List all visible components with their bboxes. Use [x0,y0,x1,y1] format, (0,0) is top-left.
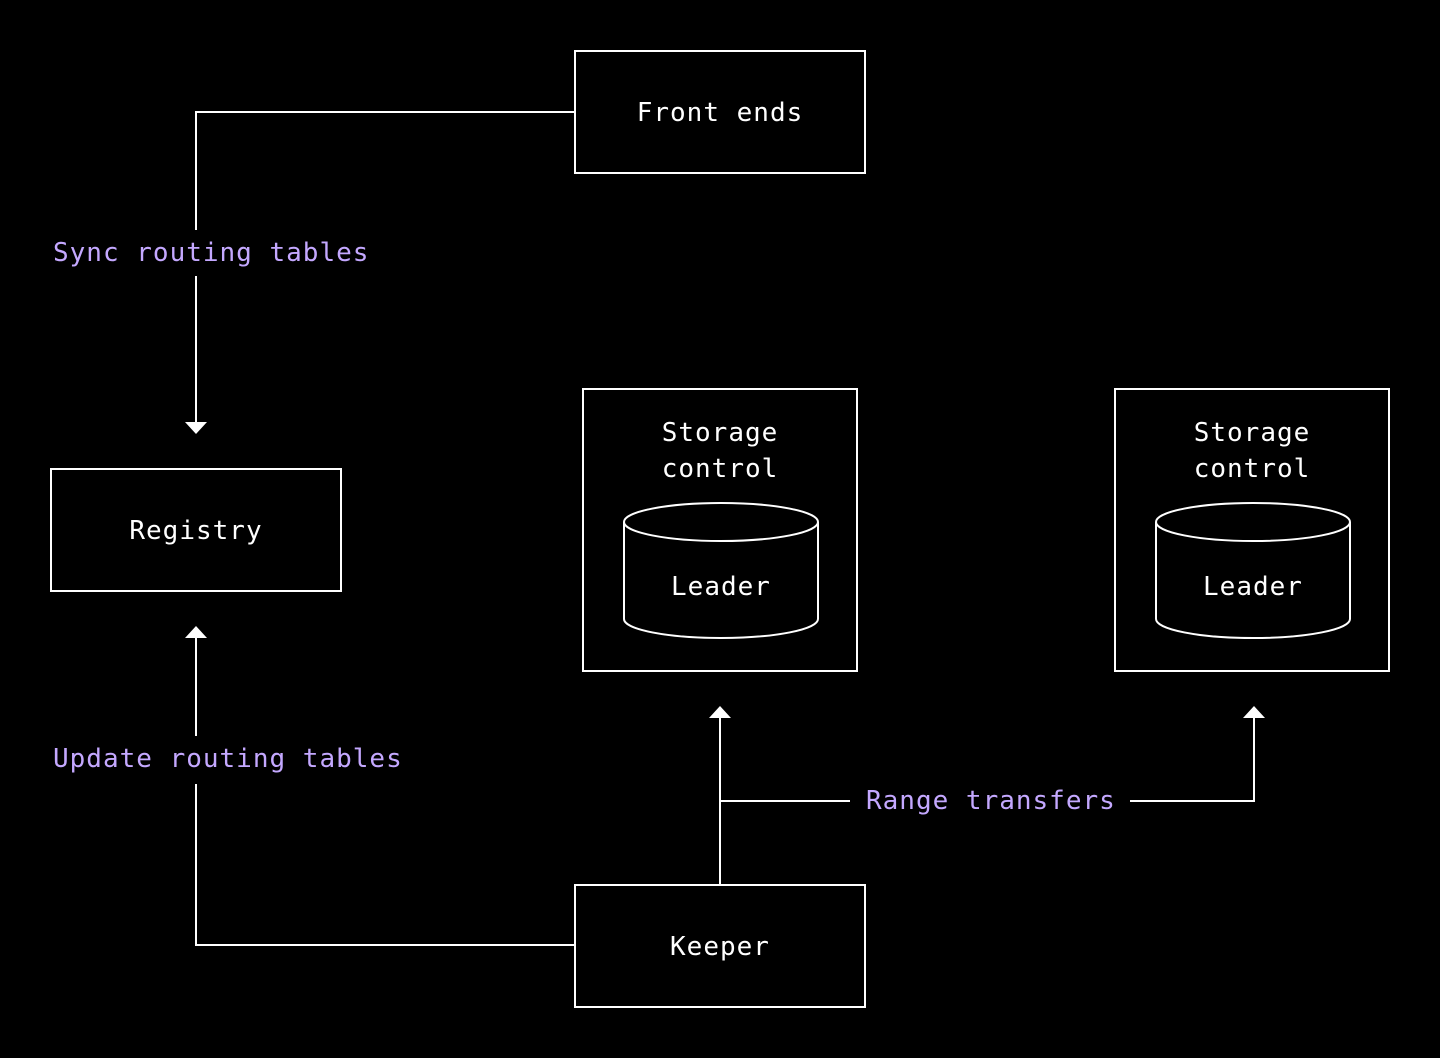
edge-range-transfers: Range transfers [709,706,1265,885]
node-keeper: Keeper [574,884,866,1008]
cylinder-body [623,522,819,639]
node-storage-control-2-label-line1: Storage [1194,418,1311,448]
node-storage-control-2-leader-label: Leader [1203,572,1303,602]
node-storage-control-1-leader-label: Leader [671,572,771,602]
cylinder-top [1155,502,1351,542]
node-keeper-box [574,884,866,1008]
edge-update-routing-tables: Update routing tables [53,626,575,946]
cylinder-top [623,502,819,542]
node-registry-box [50,468,342,592]
edge-sync-routing-tables: Sync routing tables [53,111,575,434]
node-storage-control-2: Storage control Leader [1114,388,1390,672]
cylinder-body [1155,522,1351,639]
arrow-up-icon [185,626,207,638]
edge-label-sync-routing-tables: Sync routing tables [53,238,369,268]
node-storage-control-1-label-line2: control [662,454,779,484]
node-front-ends-label: Front ends [637,98,804,128]
edge-label-update-routing-tables: Update routing tables [53,744,403,774]
node-storage-control-2-label-line2: control [1194,454,1311,484]
node-registry: Registry [50,468,342,592]
node-storage-control-1: Storage control Leader [582,388,858,672]
node-keeper-label: Keeper [670,932,770,962]
edge-range-line-right [1130,716,1255,802]
node-front-ends-box [574,50,866,174]
database-cylinder-icon [1155,502,1351,639]
database-cylinder-icon [623,502,819,639]
node-storage-control-1-label-line1: Storage [662,418,779,448]
node-storage-control-2-box [1114,388,1390,672]
arrow-up-icon [1243,706,1265,718]
arrow-up-icon [709,706,731,718]
node-registry-label: Registry [129,516,262,546]
edge-sync-line-top [195,111,575,230]
arrow-down-icon [185,422,207,434]
node-front-ends: Front ends [574,50,866,174]
edge-label-range-transfers: Range transfers [866,786,1116,816]
edge-update-line-bottom [195,784,575,946]
node-storage-control-1-box [582,388,858,672]
